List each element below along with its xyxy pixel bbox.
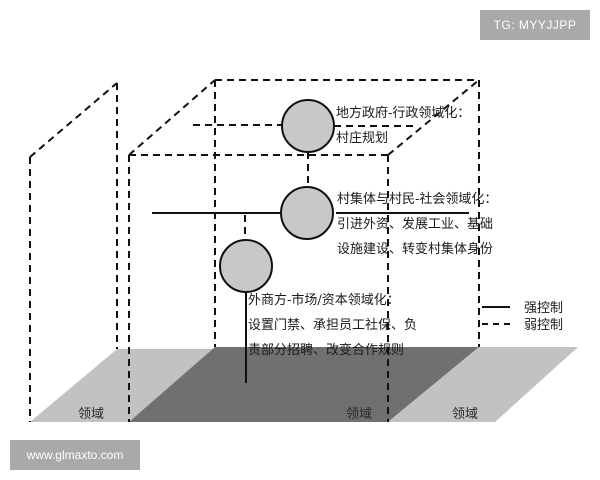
node-line: 引进外资、发展工业、基础 (337, 217, 494, 232)
floor-center (129, 347, 479, 422)
legend: 强控制 弱控制 (482, 298, 564, 333)
node-title: 外商方-市场/资本领域化： (248, 293, 400, 308)
node-circle-local-government (281, 99, 335, 153)
floor-label-center: 领域 (346, 407, 373, 422)
floor-label-right: 领域 (452, 407, 479, 422)
legend-label-strong: 强控制 (524, 301, 564, 316)
dashed-line-icon (482, 322, 510, 325)
node-circle-foreign-investor (219, 239, 273, 293)
node-line: 村庄规划 (336, 131, 389, 146)
legend-item-strong: 强控制 (482, 298, 564, 316)
node-line: 设施建设、转变村集体身份 (337, 242, 494, 257)
box-diagonal-left (128, 79, 216, 156)
node-title: 村集体与村民-社会领域化： (337, 192, 498, 207)
legend-label-weak: 弱控制 (524, 318, 564, 333)
node-label-local-government: 地方政府-行政领域化： 村庄规划 (336, 101, 470, 151)
node-line: 责部分招聘、改变合作规则 (248, 343, 405, 358)
floor-label-left: 领域 (78, 407, 105, 422)
node-title: 地方政府-行政领域化： (336, 106, 471, 121)
node-label-village-collective: 村集体与村民-社会领域化： 引进外资、发展工业、基础 设施建设、转变村集体身份 (337, 187, 497, 262)
floor-right (388, 347, 578, 422)
legend-item-weak: 弱控制 (482, 315, 564, 333)
box-diagonal-right (387, 79, 480, 156)
left-panel-top-edge (29, 82, 118, 158)
solid-line-icon (482, 305, 510, 308)
node-circle-village-collective (280, 186, 334, 240)
node-label-foreign-investor: 外商方-市场/资本领域化： 设置门禁、承担员工社保、负 责部分招聘、改变合作规则 (248, 288, 417, 363)
watermark-tg-badge: TG: MYYJJPP (480, 10, 590, 40)
watermark-website-badge: www.glmaxto.com (10, 440, 140, 470)
node-line: 设置门禁、承担员工社保、负 (248, 318, 418, 333)
floor-left (30, 349, 215, 422)
